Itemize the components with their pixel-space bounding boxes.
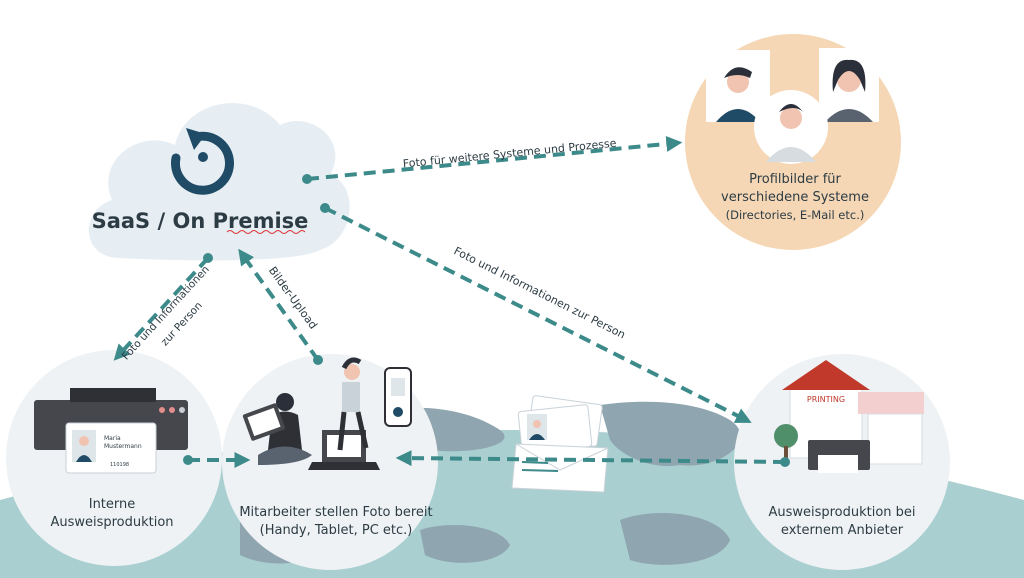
profile-label-line3: (Directories, E-Mail etc.) xyxy=(726,208,865,222)
profile-photo-center xyxy=(754,90,828,164)
standing-person xyxy=(337,357,369,451)
external-label-line1: Ausweisproduktion bei xyxy=(768,505,915,520)
connector-external-to-staff xyxy=(395,450,790,467)
smartphone-icon xyxy=(384,367,412,427)
internal-label-line1: Interne xyxy=(89,497,136,512)
envelope-with-cards xyxy=(511,395,609,493)
profile-label-line1: Profilbilder für xyxy=(749,172,841,187)
connector-to-internal xyxy=(113,253,213,361)
refresh-icon xyxy=(171,128,234,195)
card-number: 110198 xyxy=(110,462,129,468)
profile-label-line2: verschiedene Systeme xyxy=(721,190,869,205)
laptop-icon xyxy=(308,430,380,470)
connector-to-external xyxy=(320,203,752,423)
internal-label-line2: Ausweisproduktion xyxy=(50,515,173,530)
printing-sign: PRINTING xyxy=(807,395,845,404)
id-card-internal: Maria Mustermann 110198 xyxy=(65,422,157,474)
label-to-profile: Foto für weitere Systeme und Prozesse xyxy=(402,137,617,171)
sitting-person-with-tablet xyxy=(242,393,312,465)
external-label-line2: externem Anbieter xyxy=(781,523,904,538)
card-name-2: Mustermann xyxy=(104,443,142,450)
connector-to-profile xyxy=(302,135,683,184)
profile-photo-left xyxy=(706,50,770,122)
printing-shop-icon: PRINTING xyxy=(774,360,924,473)
connector-upload xyxy=(238,248,323,365)
card-name-1: Maria xyxy=(104,435,121,442)
cloud-title: SaaS / On Premise xyxy=(92,209,309,233)
spellcheck-underline xyxy=(226,230,306,234)
staff-label-line2: (Handy, Tablet, PC etc.) xyxy=(260,523,413,538)
label-to-external: Foto und Informationen zur Person xyxy=(452,244,628,341)
staff-label-line1: Mitarbeiter stellen Foto bereit xyxy=(239,505,432,520)
profile-photo-right xyxy=(819,48,879,122)
connector-internal-to-staff xyxy=(183,452,251,468)
